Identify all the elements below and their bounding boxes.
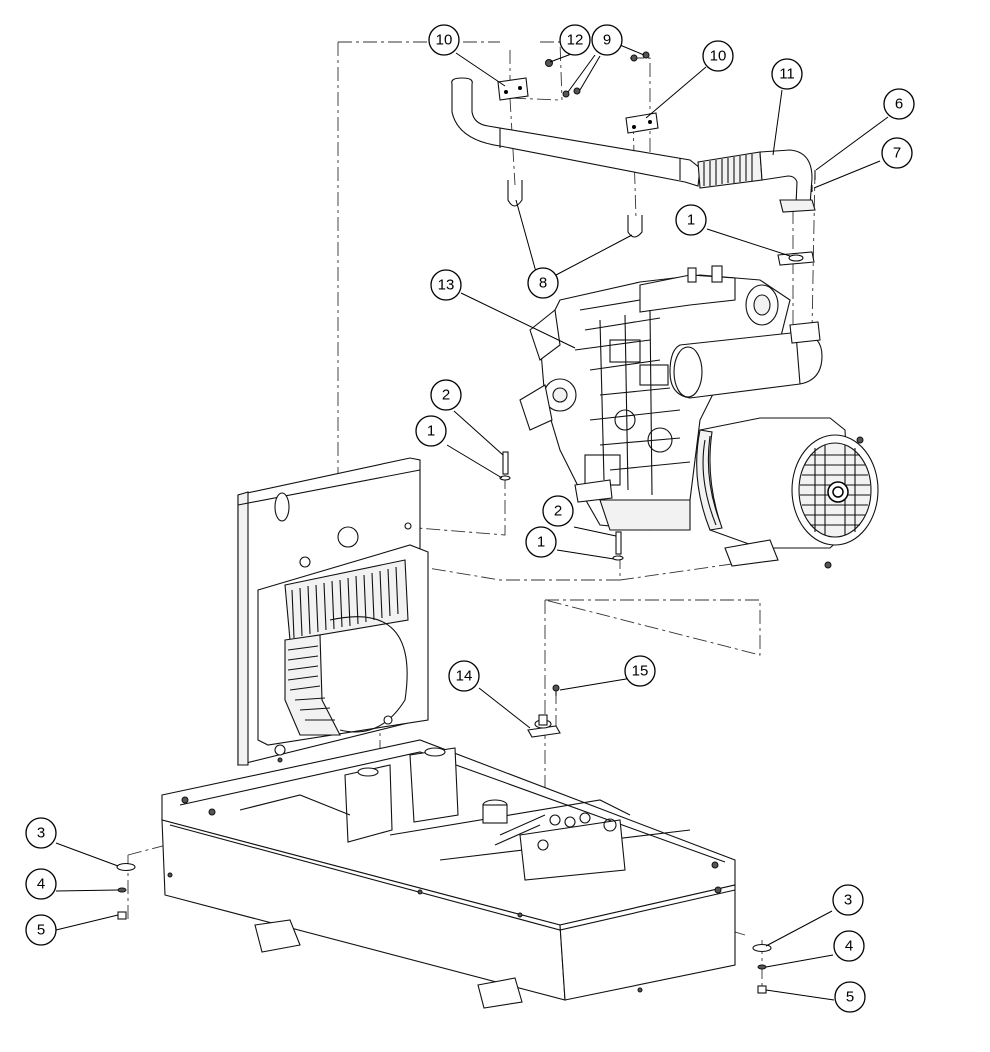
svg-text:8: 8: [539, 275, 547, 292]
svg-text:12: 12: [567, 32, 584, 49]
callout-12: 12: [559, 24, 591, 56]
callout-3: 3: [25, 817, 57, 849]
screw-icon: [811, 170, 816, 192]
callout-1: 1: [675, 204, 707, 236]
callout-15: 15: [624, 655, 656, 687]
svg-text:10: 10: [436, 32, 453, 49]
svg-text:7: 7: [893, 145, 901, 162]
callout-11: 11: [771, 58, 803, 90]
u-bolt-icon: [507, 180, 643, 238]
svg-text:2: 2: [442, 387, 450, 404]
callout-1: 1: [415, 415, 447, 447]
svg-text:5: 5: [37, 922, 45, 939]
callout-2: 2: [430, 379, 462, 411]
svg-text:10: 10: [710, 48, 727, 65]
callout-10: 10: [428, 24, 460, 56]
svg-text:3: 3: [844, 892, 852, 909]
svg-text:14: 14: [456, 668, 473, 685]
base-frame-icon: [161, 739, 736, 1009]
nut-icon: [545, 51, 650, 98]
svg-text:4: 4: [845, 938, 853, 955]
exhaust-pipe-icon: [451, 77, 816, 213]
callout-14: 14: [448, 660, 480, 692]
svg-text:3: 3: [37, 825, 45, 842]
callout-6: 6: [883, 88, 915, 120]
callout-4: 4: [833, 930, 865, 962]
callout-9: 9: [591, 24, 623, 56]
callout-5: 5: [25, 914, 57, 946]
callout-7: 7: [881, 137, 913, 169]
svg-text:1: 1: [687, 212, 695, 229]
svg-text:4: 4: [37, 876, 45, 893]
callout-4: 4: [25, 868, 57, 900]
vibration-mount-icon: [527, 714, 561, 738]
svg-text:2: 2: [554, 503, 562, 520]
svg-text:1: 1: [537, 534, 545, 551]
svg-text:5: 5: [846, 989, 854, 1006]
leader-lines: [55, 44, 889, 1001]
callout-2: 2: [542, 495, 574, 527]
svg-text:13: 13: [438, 277, 455, 294]
callout-5: 5: [834, 981, 866, 1013]
callout-10: 10: [702, 40, 734, 72]
bracket-icon: [625, 112, 659, 134]
radiator-panel-icon: [237, 457, 429, 766]
bracket-icon: [497, 77, 529, 101]
bolt-icon: [499, 451, 624, 561]
callout-1: 1: [525, 526, 557, 558]
callout-3: 3: [832, 884, 864, 916]
callout-8: 8: [527, 267, 559, 299]
svg-text:15: 15: [632, 663, 649, 680]
svg-text:11: 11: [779, 66, 795, 83]
callout-13: 13: [430, 269, 462, 301]
svg-text:6: 6: [895, 96, 903, 113]
engine-assembly-icon: [519, 265, 879, 569]
svg-text:9: 9: [603, 32, 611, 49]
bolt-icon: [552, 684, 560, 696]
svg-text:1: 1: [427, 423, 435, 440]
